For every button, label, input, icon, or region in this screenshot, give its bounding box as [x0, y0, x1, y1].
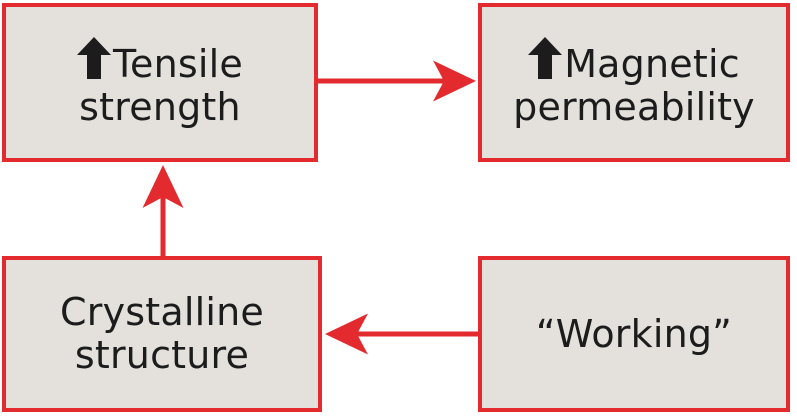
node-tensile-strength-label: Tensile strength [79, 41, 243, 129]
node-magnetic-permeability-content: Magnetic permeability [505, 36, 763, 129]
node-tensile-strength[interactable]: Tensile strength [2, 3, 318, 162]
up-arrow-icon [77, 36, 112, 79]
node-crystalline-structure[interactable]: Crystalline structure [2, 256, 322, 412]
up-arrow-icon [528, 36, 563, 79]
node-crystalline-structure-label: Crystalline structure [60, 290, 264, 377]
node-working-label: “Working” [535, 311, 733, 356]
node-magnetic-permeability[interactable]: Magnetic permeability [478, 3, 790, 162]
node-magnetic-permeability-label: Magnetic permeability [513, 41, 755, 129]
node-working[interactable]: “Working” [478, 256, 790, 412]
node-tensile-strength-content: Tensile strength [69, 36, 251, 129]
